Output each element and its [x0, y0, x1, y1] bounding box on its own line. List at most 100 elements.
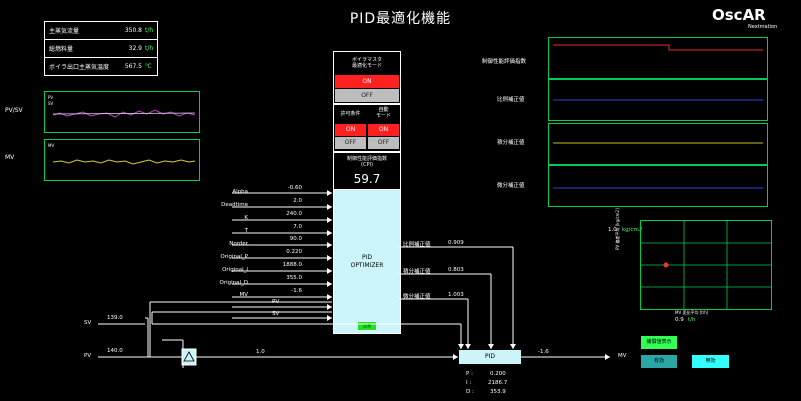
- derivative-trend-chart[interactable]: [548, 165, 768, 207]
- scatter-point: [663, 262, 669, 268]
- pv-tag: PV: [84, 353, 92, 359]
- input-label-original-i: Original_I: [222, 267, 248, 273]
- gain-value: 1.0: [256, 349, 265, 355]
- cpi-subtitle: (CPI): [361, 162, 373, 168]
- boiler-master-title: ボイラマスタ: [351, 57, 382, 63]
- scatter-xlabel: MV 変化平均 [t/h]: [675, 310, 709, 315]
- input-value-original-i: 1888.0: [282, 262, 302, 268]
- auto-on-button[interactable]: ON: [368, 124, 399, 136]
- optimizer-label-1: PID: [361, 254, 372, 261]
- output-label-integral: 積分補正値: [403, 269, 431, 275]
- input-value-original-d: 355.0: [286, 275, 302, 281]
- sv-value: 139.0: [107, 315, 123, 321]
- scatter-value: 1.0: [608, 227, 617, 233]
- compensation-display-button[interactable]: 補償値表示: [641, 336, 677, 349]
- permit-off-button[interactable]: OFF: [335, 137, 366, 149]
- integral-trend-line: [553, 142, 763, 144]
- summary-unit: ℃: [145, 63, 152, 70]
- sv-tag: SV: [84, 320, 92, 326]
- boiler-master-subtitle: 最適化モード: [351, 63, 382, 69]
- output-value-derivative: 1.003: [448, 292, 464, 298]
- output-label-derivative: 微分補正値: [403, 294, 431, 300]
- summary-label: 主蒸気流量: [49, 28, 80, 35]
- pvsv-trend-label: PV/SV: [5, 107, 23, 114]
- page-title: PID最適化機能: [349, 11, 452, 27]
- summary-label: 総燃料量: [49, 46, 74, 53]
- mv-trend-lines: [52, 159, 196, 165]
- pvsv-trend-lines: [52, 109, 196, 118]
- integral-trend-label: 積分補正値: [497, 140, 525, 146]
- input-value-t: 7.0: [293, 224, 302, 230]
- input-label-t: T: [244, 228, 248, 234]
- summary-unit: t/h: [145, 45, 154, 52]
- mv-output-value: -1.6: [538, 349, 549, 355]
- mv-legend: MV: [48, 143, 55, 148]
- input-label-k: K: [244, 215, 248, 221]
- cpi-trend-chart[interactable]: [548, 37, 768, 79]
- pv-value: 140.0: [107, 348, 123, 354]
- input-label-norder: Norder: [229, 241, 248, 247]
- pid-d-value: 353.9: [490, 389, 506, 395]
- input-label-mv: MV: [239, 292, 248, 298]
- input-value-mv: -1.6: [291, 288, 302, 294]
- input-label-sv: SV: [272, 311, 280, 317]
- master-off-button[interactable]: OFF: [335, 89, 399, 102]
- scatter-xvalue: 0.9: [675, 317, 684, 323]
- input-label-pv: PV: [272, 299, 280, 305]
- boiler-master-panel: ボイラマスタ 最適化モード ON OFF: [333, 51, 401, 104]
- output-value-integral: 0.803: [448, 267, 464, 273]
- pid-d-label: D :: [466, 389, 474, 395]
- disable-button[interactable]: 無効: [692, 355, 729, 368]
- cpi-value: 59.7: [353, 172, 381, 186]
- summary-value: 32.9: [128, 45, 142, 52]
- input-label-original-d: Original_D: [219, 280, 248, 286]
- scatter-grid: [641, 221, 771, 309]
- derivative-trend-label: 微分補正値: [497, 183, 525, 189]
- master-on-button[interactable]: ON: [335, 75, 399, 88]
- pid-optimizer-block: PID OPTIMIZER 正常: [333, 189, 401, 334]
- scatter-unit: kg/cm2: [622, 227, 643, 233]
- sv-legend: SV: [48, 101, 54, 106]
- summary-value: 567.5: [124, 63, 142, 70]
- pid-controller-block[interactable]: PID: [459, 350, 521, 364]
- input-value-norder: 90.0: [289, 236, 302, 242]
- mv-tag: MV: [618, 353, 627, 359]
- scatter-chart[interactable]: [640, 220, 772, 310]
- enable-button[interactable]: 有効: [641, 355, 677, 368]
- pid-i-label: I :: [466, 380, 472, 386]
- cpi-title: 制御性能評価指数: [346, 156, 387, 162]
- output-label-proportional: 比例補正値: [403, 242, 431, 248]
- logo-subtitle: Nextmation: [748, 24, 778, 30]
- scatter-ylabel: PV 偏差平均 [kg/cm2]: [615, 208, 620, 250]
- summary-unit: t/h: [145, 27, 154, 34]
- summary-label: ボイラ出口主蒸気温度: [49, 64, 110, 71]
- pid-p-value: 0.200: [490, 371, 506, 377]
- mv-trend-chart[interactable]: MV: [44, 139, 200, 181]
- logo: OscAR: [712, 6, 766, 24]
- auto-off-button[interactable]: OFF: [368, 137, 399, 149]
- proportional-trend-label: 比例補正値: [497, 97, 525, 103]
- proportional-trend-chart[interactable]: [548, 79, 768, 121]
- pvsv-trend-chart[interactable]: PV SV: [44, 91, 200, 133]
- mv-trend-label: MV: [5, 154, 15, 161]
- permit-on-button[interactable]: ON: [335, 124, 366, 136]
- scatter-xunit: t/h: [688, 317, 696, 323]
- derivative-trend-line: [553, 187, 763, 189]
- auto-header: 自動モード: [375, 107, 391, 119]
- summary-row: ボイラ出口主蒸気温度 567.5℃: [45, 58, 157, 75]
- input-value-k: 240.0: [286, 211, 302, 217]
- pid-i-value: 2186.7: [488, 380, 508, 386]
- input-label-original-p: Original_P: [220, 254, 248, 260]
- pid-p-label: P :: [466, 371, 473, 377]
- integral-trend-chart[interactable]: [548, 123, 768, 165]
- cpi-trend-line: [553, 44, 763, 51]
- cpi-panel: 制御性能評価指数 (CPI) 59.7: [333, 152, 401, 190]
- optimizer-status-badge: 正常: [358, 322, 376, 330]
- cpi-trend-label: 制御性能評価指数: [482, 59, 527, 65]
- permit-header: 許可条件: [340, 111, 361, 117]
- pv-legend: PV: [48, 95, 54, 100]
- output-value-proportional: 0.909: [448, 240, 464, 246]
